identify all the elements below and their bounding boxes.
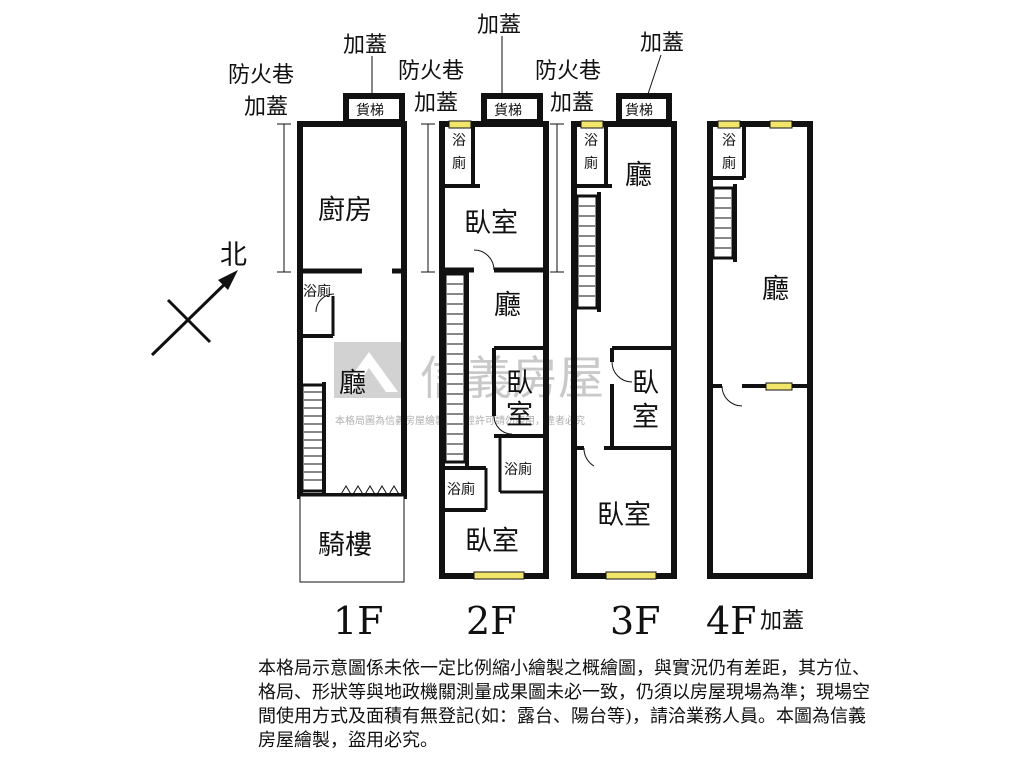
room-bedroom-bottom-2f: 臥室	[465, 526, 519, 557]
floor-3f: 貨梯 浴 廁 廳 臥 室 臥室 3F	[571, 93, 677, 643]
room-living-1f: 廳	[339, 368, 366, 399]
stair-treads	[447, 283, 463, 455]
floor-label-1f: 1F	[333, 599, 384, 643]
fire-lane-label-3: 防火巷	[535, 59, 601, 84]
room-bedroom-top-2f: 臥室	[464, 208, 518, 239]
room-bathroom-right-2f: 浴廁	[504, 461, 532, 478]
floor-1f: 貨梯 廚房 浴廁 廳 騎樓 1F	[297, 93, 407, 643]
room-bedroom-mid-3f-b: 室	[632, 402, 659, 433]
room-living-4f: 廳	[762, 274, 789, 305]
compass-cross-line	[166, 298, 212, 344]
room-bath-2f-a: 浴	[452, 133, 466, 149]
door-swing	[473, 249, 495, 271]
floor-label-4f: 4F	[706, 599, 757, 643]
window-icon	[605, 571, 657, 580]
staircase-1f	[300, 383, 326, 493]
north-compass: 北	[150, 240, 247, 357]
fire-lane-label-2: 防火巷	[398, 59, 464, 84]
north-arrow-icon	[218, 270, 238, 290]
room-bathroom-1f: 浴廁	[303, 283, 331, 300]
staircase-3f	[575, 194, 599, 310]
added-label-3f: 加蓋	[640, 31, 684, 56]
room-arcade-1f: 騎樓	[318, 530, 372, 561]
room-living-3f: 廳	[625, 160, 652, 191]
room-living-2f: 廳	[494, 290, 521, 321]
floor-label-3f: 3F	[610, 599, 661, 643]
outer-wall-4f	[707, 121, 813, 579]
room-bath-2f-b: 廁	[452, 155, 466, 172]
fire-lane-label-1: 防火巷	[228, 63, 294, 88]
door-swing	[721, 385, 743, 407]
leader-line	[647, 54, 662, 95]
window-icon	[448, 120, 472, 129]
lane-added-label-3: 加蓋	[550, 91, 594, 116]
stair-treads	[715, 197, 731, 249]
door-swing	[583, 447, 595, 467]
window-icon	[717, 120, 741, 129]
window-icon	[580, 120, 604, 129]
room-bath-3f-a: 浴	[584, 133, 598, 149]
floor-label-4f-suffix: 加蓋	[760, 609, 804, 634]
stair-treads	[579, 205, 595, 297]
door-swing	[493, 415, 513, 435]
door-swing	[315, 293, 335, 313]
room-bathroom-left-2f: 浴廁	[447, 481, 475, 498]
north-arrow-line	[150, 275, 234, 357]
arcade-area	[299, 495, 405, 583]
lane-added-label-2: 加蓋	[414, 91, 458, 116]
north-label: 北	[220, 240, 247, 271]
floor-4f: 浴 廁 廳 4F 加蓋	[706, 120, 813, 643]
room-bedroom-bottom-3f: 臥室	[597, 500, 651, 531]
room-bedroom-mid-3f-a: 臥	[632, 368, 659, 399]
room-bedroom-mid-2f-b: 室	[506, 400, 533, 431]
stair-treads	[304, 391, 322, 481]
added-label-2f: 加蓋	[477, 13, 521, 38]
window-icon	[765, 382, 793, 391]
disclaimer-text: 本格局示意圖係未依一定比例縮小繪製之概繪圖，與實況仍有差距，其方位、格局、形狀等…	[258, 658, 870, 751]
window-icon	[473, 571, 525, 580]
dimension-lines	[277, 123, 564, 273]
added-label-1f: 加蓋	[343, 33, 387, 58]
freight-elevator-label-3f: 貨梯	[625, 102, 653, 119]
window-icon	[769, 120, 793, 129]
rolling-gate-icon	[339, 485, 401, 497]
room-kitchen-1f: 廚房	[318, 195, 372, 226]
room-bath-3f-b: 廁	[584, 155, 598, 172]
floor-label-2f: 2F	[466, 599, 517, 643]
freight-elevator-label-1f: 貨梯	[356, 102, 384, 119]
freight-elevator-label-2f: 貨梯	[494, 102, 522, 119]
room-bath-4f-a: 浴	[722, 133, 736, 149]
room-bath-4f-b: 廁	[722, 155, 736, 172]
room-bedroom-mid-2f-a: 臥	[506, 368, 533, 399]
floor-2f: 貨梯 浴 廁 臥室 廳 臥 室 浴廁 浴廁	[439, 93, 549, 643]
watermark-logo-icon	[334, 342, 404, 398]
annotations: 加蓋 加蓋 加蓋 防火巷 防火巷 防火巷 加蓋 加蓋 加蓋	[228, 13, 684, 273]
lane-added-label-1: 加蓋	[244, 95, 288, 120]
door-swing	[611, 361, 633, 383]
